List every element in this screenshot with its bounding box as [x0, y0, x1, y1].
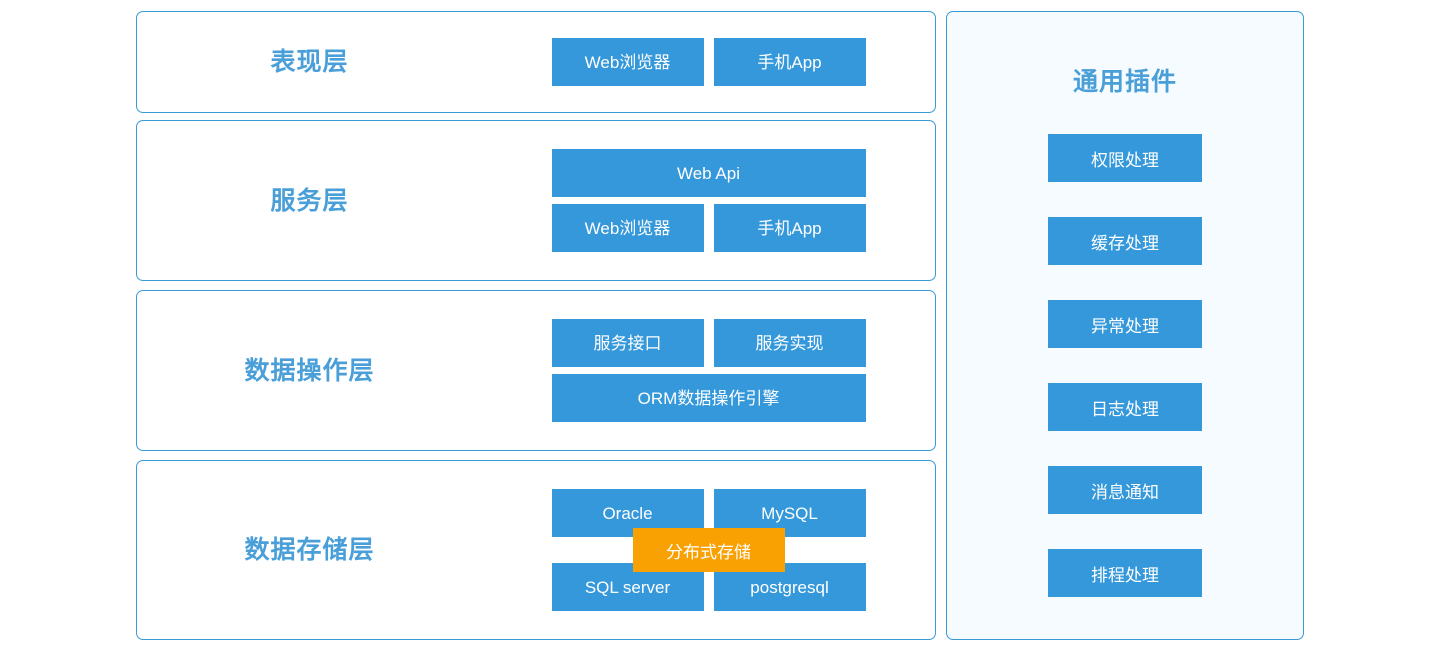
- component-box[interactable]: 手机App: [713, 204, 866, 252]
- plugin-item-notification[interactable]: 消息通知: [1048, 466, 1202, 514]
- component-box[interactable]: Oracle: [551, 489, 704, 537]
- layer-title-service: 服务层: [270, 186, 349, 215]
- component-box[interactable]: 服务实现: [713, 319, 866, 367]
- plugin-item-logging[interactable]: 日志处理: [1048, 383, 1202, 431]
- layer-title-data-storage: 数据存储层: [244, 536, 375, 564]
- component-box[interactable]: Web浏览器: [551, 204, 704, 252]
- plugin-item-cache[interactable]: 缓存处理: [1048, 217, 1202, 265]
- layer-body-data-operation: 服务接口 服务实现 ORM数据操作引擎: [482, 319, 935, 422]
- component-box[interactable]: SQL server: [551, 563, 704, 611]
- layer-panel-presentation: 表现层 Web浏览器 手机App: [136, 11, 936, 113]
- plugin-item-scheduling[interactable]: 排程处理: [1048, 549, 1202, 597]
- layer-panel-data-operation: 数据操作层 服务接口 服务实现 ORM数据操作引擎: [136, 290, 936, 451]
- layer-body-service: Web Api Web浏览器 手机App: [482, 149, 935, 252]
- layer-title-presentation: 表现层: [270, 48, 349, 76]
- layer-panel-data-storage: 数据存储层 Oracle MySQL SQL server postgresql…: [136, 460, 936, 640]
- component-box[interactable]: Web Api: [551, 149, 866, 197]
- plugin-list: 权限处理 缓存处理 异常处理 日志处理 消息通知 排程处理: [1048, 134, 1202, 597]
- layer-title-data-operation: 数据操作层: [244, 356, 375, 385]
- layer-body-data-storage: Oracle MySQL SQL server postgresql 分布式存储: [482, 489, 935, 611]
- box-row: 服务接口 服务实现: [551, 319, 866, 367]
- component-box[interactable]: Web浏览器: [551, 38, 704, 86]
- box-row: Web浏览器 手机App: [551, 204, 866, 252]
- plugin-panel: 通用插件 权限处理 缓存处理 异常处理 日志处理 消息通知 排程处理: [946, 11, 1304, 640]
- plugin-panel-title: 通用插件: [1072, 68, 1177, 96]
- box-row: Web浏览器 手机App: [551, 38, 866, 86]
- box-row: ORM数据操作引擎: [551, 374, 866, 422]
- component-box[interactable]: 服务接口: [551, 319, 704, 367]
- layer-panel-service: 服务层 Web Api Web浏览器 手机App: [136, 120, 936, 281]
- component-box[interactable]: 手机App: [713, 38, 866, 86]
- layer-body-presentation: Web浏览器 手机App: [482, 38, 935, 86]
- component-box[interactable]: ORM数据操作引擎: [551, 374, 866, 422]
- box-row: SQL server postgresql: [551, 563, 866, 611]
- plugin-item-permission[interactable]: 权限处理: [1048, 134, 1202, 182]
- component-box[interactable]: postgresql: [713, 563, 866, 611]
- box-row: Web Api: [551, 149, 866, 197]
- distributed-storage-overlay-box[interactable]: 分布式存储: [632, 528, 785, 572]
- plugin-item-exception[interactable]: 异常处理: [1048, 300, 1202, 348]
